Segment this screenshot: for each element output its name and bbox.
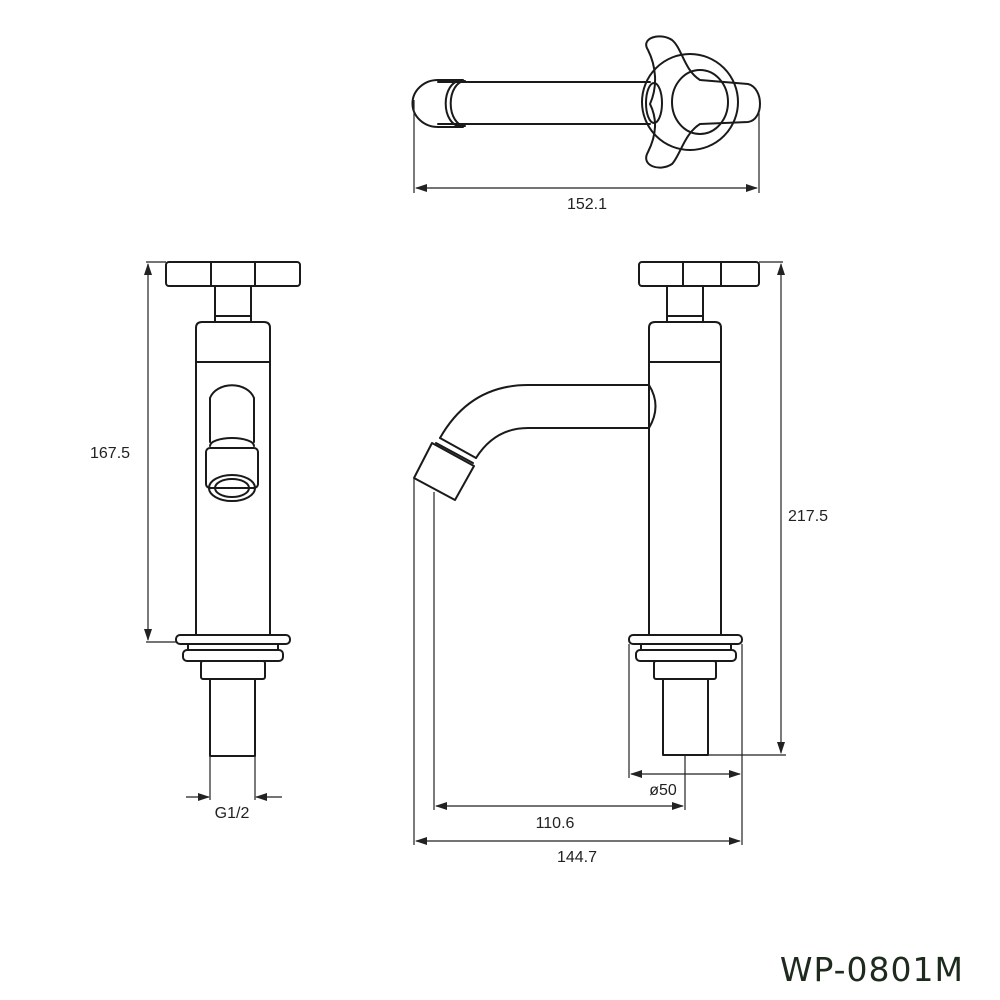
- dim-overall-depth: 144.7: [557, 849, 597, 866]
- front-view: 217.5 ø50 110.6 144.7: [413, 261, 828, 866]
- model-code: WP-0801M: [779, 950, 964, 989]
- dim-thread: G1/2: [215, 805, 250, 822]
- dim-top-length: 152.1: [567, 196, 607, 213]
- dim-base-diameter: ø50: [649, 782, 677, 799]
- dim-front-height: 217.5: [788, 508, 828, 525]
- top-view: 152.1: [411, 35, 761, 213]
- side-view: 167.5 G1/2: [90, 261, 301, 822]
- dim-spout-reach: 110.6: [536, 815, 575, 832]
- dim-side-height: 167.5: [90, 445, 130, 462]
